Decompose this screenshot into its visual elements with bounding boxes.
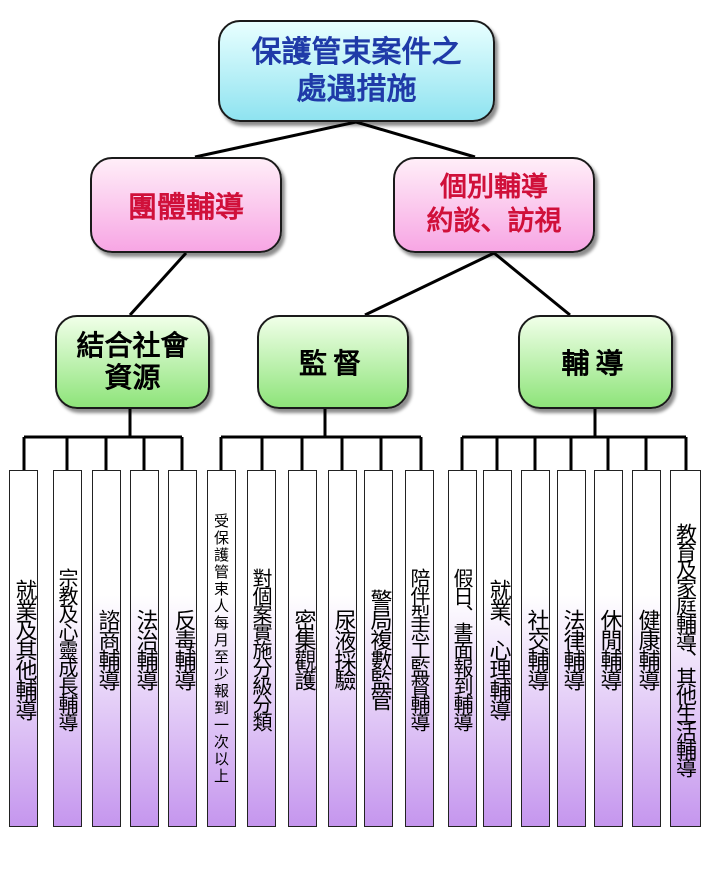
leaf-classification: 對個案實施分級分類 bbox=[247, 470, 276, 827]
leaf-holiday-report: 假日、書面報到輔導 bbox=[448, 470, 477, 827]
leaf-label: 健康輔導 bbox=[634, 608, 660, 689]
leaf-intensive-probation: 密集觀護 bbox=[288, 470, 317, 827]
leaf-label: 陪伴型志工監督輔導 bbox=[407, 567, 431, 730]
leaf-label: 休閒輔導 bbox=[596, 608, 622, 689]
root-line-1: 保護管束案件之 bbox=[251, 35, 462, 70]
leaf-health: 健康輔導 bbox=[632, 470, 661, 827]
counseling-node: 輔導 bbox=[518, 315, 673, 409]
supervision-node: 監督 bbox=[257, 315, 409, 409]
leaf-label: 法治輔導 bbox=[132, 608, 158, 689]
group-counseling-node: 團體輔導 bbox=[90, 157, 282, 253]
leaf-monthly-report: 受保護管束人每月至少報到一次以上 bbox=[207, 470, 236, 827]
connector-resources-bus bbox=[22, 409, 184, 470]
supervision-label: 監督 bbox=[298, 347, 367, 380]
leaf-label: 尿液採驗 bbox=[330, 608, 356, 689]
leaf-rule-of-law: 法治輔導 bbox=[130, 470, 159, 827]
connector-supervision-bus bbox=[219, 409, 423, 470]
leaf-label: 教育及家庭輔導、其他生活輔導 bbox=[673, 522, 698, 775]
root-node: 保護管束案件之 處遇措施 bbox=[218, 20, 495, 122]
leaf-label: 就業、心理輔導 bbox=[485, 578, 511, 719]
connector-counseling-bus bbox=[460, 409, 688, 470]
resources-line-2: 資源 bbox=[104, 361, 161, 394]
leaf-label: 密集觀護 bbox=[290, 608, 316, 689]
individual-line-1: 個別輔導 bbox=[440, 172, 548, 203]
leaf-urine-test: 尿液採驗 bbox=[328, 470, 357, 827]
connector-group-to-resources bbox=[128, 251, 188, 317]
leaf-label: 就業及其他輔導 bbox=[11, 578, 37, 719]
leaf-label: 對個案實施分級分類 bbox=[249, 567, 273, 730]
leaf-label: 假日、書面報到輔導 bbox=[450, 567, 474, 730]
leaf-label: 受保護管束人每月至少報到一次以上 bbox=[212, 512, 230, 785]
connector-individual-to-children bbox=[364, 251, 571, 317]
individual-line-2: 約談、訪視 bbox=[426, 206, 562, 237]
leaf-label: 反毒輔導 bbox=[170, 608, 196, 689]
leaf-leisure: 休閒輔導 bbox=[594, 470, 623, 827]
leaf-anti-drug: 反毒輔導 bbox=[168, 470, 197, 827]
leaf-police-monitoring: 警局複數監管 bbox=[364, 470, 393, 827]
leaf-volunteer-supervision: 陪伴型志工監督輔導 bbox=[405, 470, 434, 827]
leaf-label: 諮商輔導 bbox=[94, 608, 120, 689]
root-line-2: 處遇措施 bbox=[296, 72, 417, 107]
resources-line-1: 結合社會 bbox=[76, 329, 189, 362]
leaf-education-family: 教育及家庭輔導、其他生活輔導 bbox=[670, 470, 701, 827]
individual-counseling-node: 個別輔導 約談、訪視 bbox=[393, 157, 595, 253]
leaf-label: 社交輔導 bbox=[523, 608, 549, 689]
leaf-social: 社交輔導 bbox=[521, 470, 550, 827]
leaf-employment: 就業及其他輔導 bbox=[9, 470, 38, 827]
group-counseling-label: 團體輔導 bbox=[127, 190, 244, 224]
leaf-consultation: 諮商輔導 bbox=[92, 470, 121, 827]
leaf-employment-psych: 就業、心理輔導 bbox=[483, 470, 512, 827]
leaf-legal: 法律輔導 bbox=[557, 470, 586, 827]
leaf-religion: 宗教及心靈成長輔導 bbox=[53, 470, 82, 827]
resources-node: 結合社會 資源 bbox=[55, 315, 210, 409]
connector-root-to-level1 bbox=[194, 120, 476, 159]
leaf-label: 法律輔導 bbox=[559, 608, 585, 689]
counseling-label: 輔導 bbox=[561, 347, 630, 380]
leaf-label: 宗教及心靈成長輔導 bbox=[55, 567, 79, 730]
leaf-label: 警局複數監管 bbox=[366, 588, 392, 709]
